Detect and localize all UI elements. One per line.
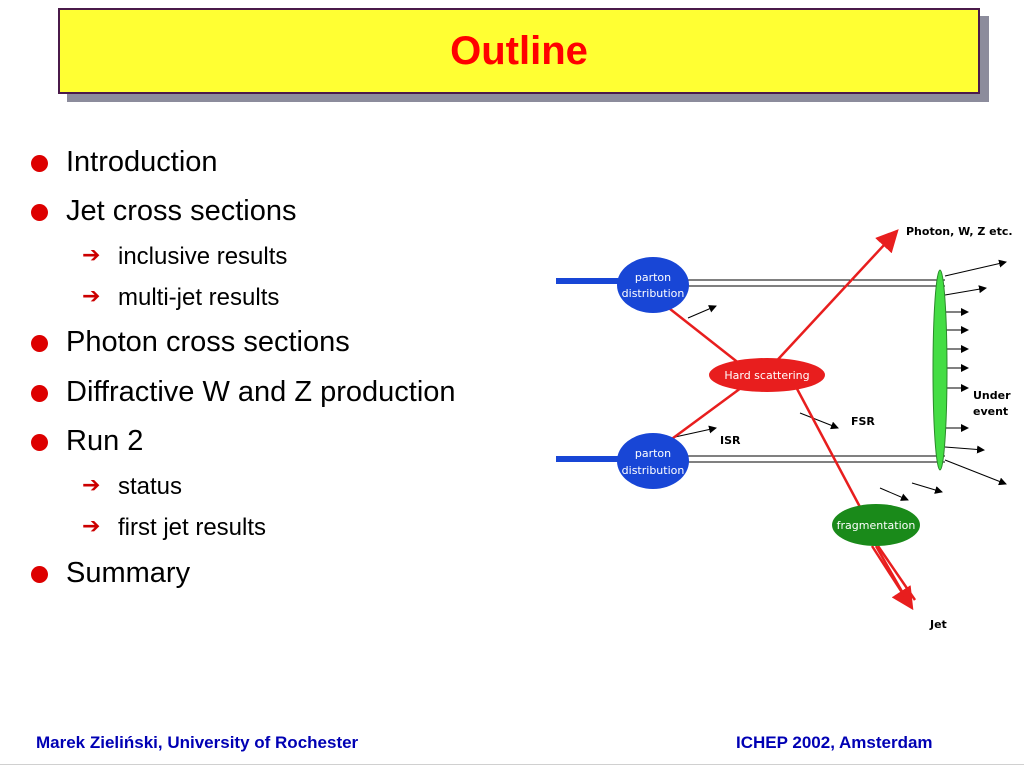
bullet-diffractive: Diffractive W and Z production <box>66 376 456 408</box>
bullet-dot <box>31 204 48 221</box>
parton-bottom-line2: distribution <box>622 464 685 477</box>
underlying-label-line1: Under <box>973 389 1011 402</box>
beam-lines <box>685 279 945 463</box>
remnant-arrows <box>879 259 1007 501</box>
fsr-label: FSR <box>851 415 875 428</box>
parton-top-line1: parton <box>635 271 671 284</box>
sub-first-jet-results: first jet results <box>118 514 267 541</box>
bullet-dot <box>31 385 48 402</box>
bullet-dot <box>31 566 48 583</box>
bullet-introduction: Introduction <box>66 146 218 178</box>
title-box: Outline <box>58 8 980 94</box>
hard-scattering-label: Hard scattering <box>724 369 809 382</box>
footer-conference: ICHEP 2002, Amsterdam <box>736 733 933 752</box>
underlying-label-line2: event <box>973 405 1008 418</box>
isr-label: ISR <box>720 434 741 447</box>
arrow-icon: ➔ <box>82 243 101 268</box>
footer-divider <box>0 764 1024 765</box>
arrow-icon: ➔ <box>82 473 101 498</box>
slide-title: Outline <box>450 28 588 73</box>
bullet-dot <box>31 335 48 352</box>
sub-status: status <box>118 473 183 500</box>
hadron-collision-diagram: parton distribution parton distribution … <box>556 225 1013 631</box>
jet-label: Jet <box>929 618 947 631</box>
photon-label: Photon, W, Z etc. <box>906 225 1013 238</box>
footer-author: Marek Zieliński, University of Rochester <box>36 733 359 752</box>
arrow-icon: ➔ <box>82 514 101 539</box>
bullet-jet-cross-sections: Jet cross sections <box>66 195 297 227</box>
bullet-dot <box>31 155 48 172</box>
parton-bottom-line1: parton <box>635 447 671 460</box>
hard-scattering-blob: Hard scattering <box>709 358 825 392</box>
scattering-lines <box>664 229 917 611</box>
bullet-summary: Summary <box>66 557 191 589</box>
fragmentation-label: fragmentation <box>837 519 916 532</box>
sub-multi-jet-results: multi-jet results <box>118 284 280 311</box>
sub-inclusive-results: inclusive results <box>118 243 288 270</box>
bullet-dot <box>31 434 48 451</box>
bullet-run2: Run 2 <box>66 425 144 457</box>
parton-top-line2: distribution <box>622 287 685 300</box>
bullet-photon-cross-sections: Photon cross sections <box>66 326 350 358</box>
parton-distribution-top: parton distribution <box>617 257 689 313</box>
arrow-icon: ➔ <box>82 284 101 309</box>
fragmentation-blob: fragmentation <box>832 504 920 546</box>
emission-arrows <box>674 305 839 438</box>
parton-distribution-bottom: parton distribution <box>617 433 689 489</box>
underlying-event-ellipse <box>932 269 948 471</box>
